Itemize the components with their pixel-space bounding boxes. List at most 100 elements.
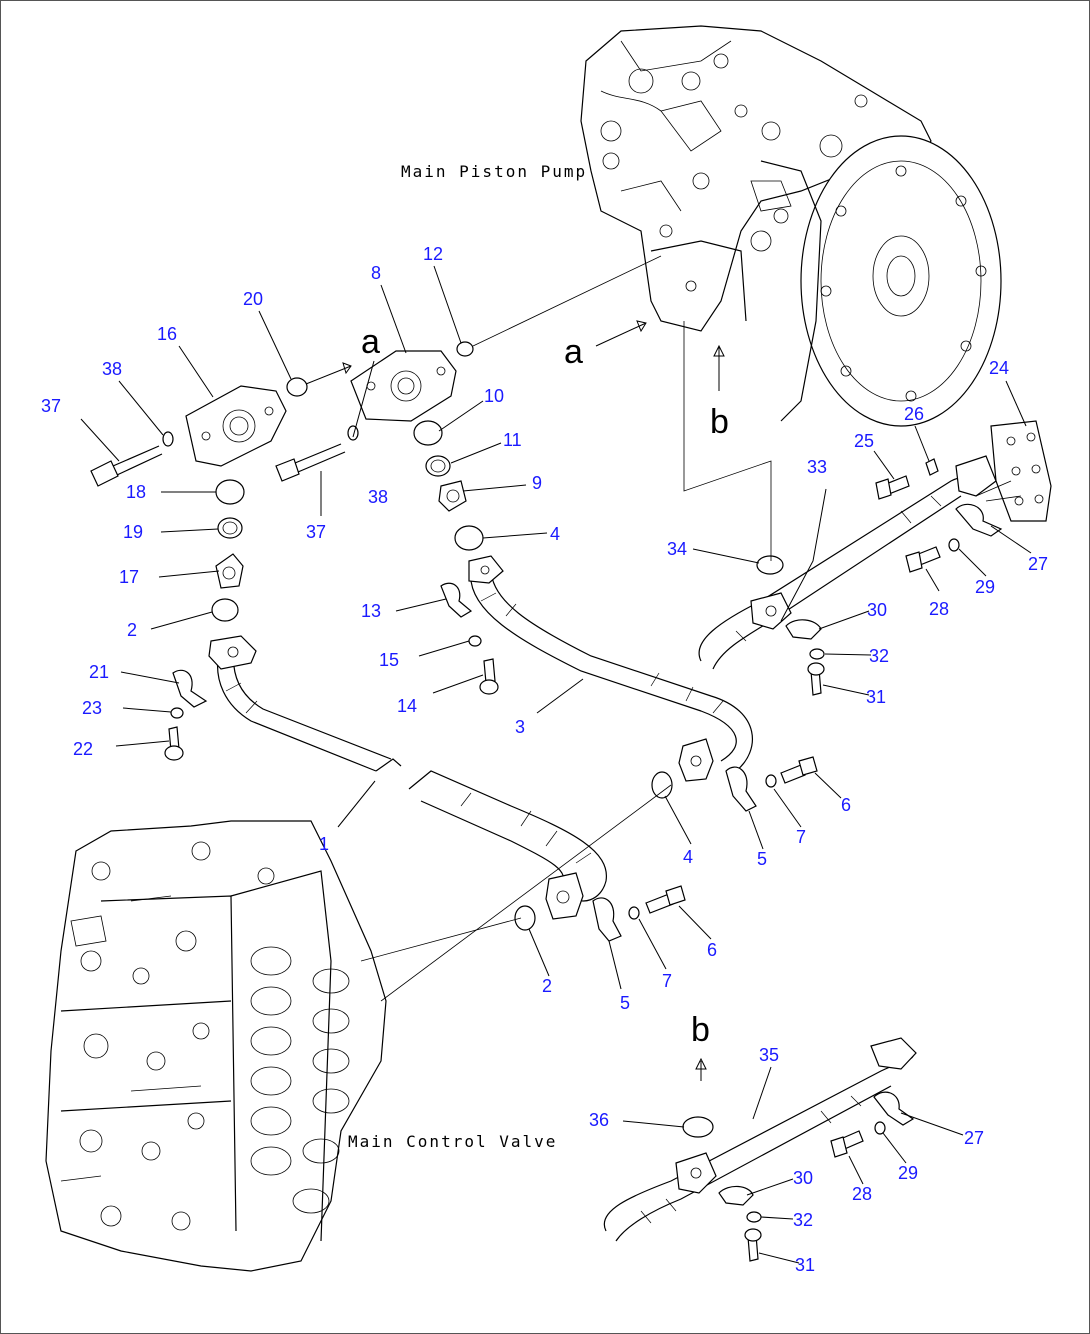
clamp-5-lower <box>592 897 622 942</box>
o-ring-36 <box>682 1116 714 1138</box>
callout-11: 11 <box>503 430 522 450</box>
callout-4-upper: 4 <box>550 524 560 544</box>
callout-23: 23 <box>82 698 102 718</box>
callout-28-lower: 28 <box>852 1184 872 1204</box>
callout-20: 20 <box>243 289 263 309</box>
label-main-piston-pump: Main Piston Pump <box>401 162 587 181</box>
washer-7-lower <box>628 906 640 920</box>
label-main-control-valve: Main Control Valve <box>348 1132 557 1151</box>
washer-38-left <box>162 431 174 447</box>
o-ring-20 <box>286 377 308 397</box>
pipe-33-assembly <box>698 420 1052 696</box>
main-control-valve <box>45 820 387 1272</box>
o-ring-34 <box>756 555 784 575</box>
callout-30-upper: 30 <box>867 600 887 620</box>
pipe-3 <box>468 555 754 782</box>
washer-15 <box>468 635 482 647</box>
callout-13: 13 <box>361 601 381 621</box>
callout-25: 25 <box>854 431 874 451</box>
bolt-37-mid <box>275 443 346 482</box>
callout-15: 15 <box>379 650 399 670</box>
callout-32-lower: 32 <box>793 1210 813 1230</box>
callout-34: 34 <box>667 539 687 559</box>
callout-1: 1 <box>319 834 329 854</box>
clamp-21 <box>172 669 208 708</box>
pipe-35-assembly <box>603 1037 917 1262</box>
callout-14: 14 <box>397 696 417 716</box>
callout-30-lower: 30 <box>793 1168 813 1188</box>
plate-24 <box>990 420 1052 522</box>
washer-29-lower <box>874 1121 886 1135</box>
callout-2-upper: 2 <box>127 620 137 640</box>
callout-32-upper: 32 <box>869 646 889 666</box>
callout-29-lower: 29 <box>898 1163 918 1183</box>
o-ring-2-top <box>211 598 239 622</box>
callout-19: 19 <box>123 522 143 542</box>
callout-29-upper: 29 <box>975 577 995 597</box>
callout-24: 24 <box>989 358 1009 378</box>
o-ring-18 <box>215 479 245 505</box>
callout-16: 16 <box>157 324 177 344</box>
callout-37-mid: 37 <box>306 522 326 542</box>
ring-19 <box>217 517 243 539</box>
callout-6-lower: 6 <box>707 940 717 960</box>
callout-17: 17 <box>119 567 139 587</box>
callout-35: 35 <box>759 1045 779 1065</box>
view-letter-a-2: a <box>564 333 583 371</box>
clamp-27-upper <box>955 503 1003 537</box>
o-ring-2-low <box>514 905 536 931</box>
callout-37-left: 37 <box>41 396 61 416</box>
callouts: 1 2 2 3 4 4 5 5 6 6 7 7 8 9 10 11 12 13 … <box>41 244 1048 1275</box>
callout-27-upper: 27 <box>1028 554 1048 574</box>
callout-5-lower: 5 <box>620 993 630 1013</box>
callout-9: 9 <box>532 473 542 493</box>
clamp-27-lower <box>873 1091 915 1126</box>
callout-4-lower: 4 <box>683 847 693 867</box>
clamp-30-upper <box>785 619 822 640</box>
callout-10: 10 <box>484 386 504 406</box>
callout-33: 33 <box>807 457 827 477</box>
main-piston-pump <box>580 25 1002 427</box>
o-ring-4-top <box>454 525 484 551</box>
callout-36: 36 <box>589 1110 609 1130</box>
washer-38-mid <box>347 425 359 441</box>
adapter-9 <box>438 480 467 512</box>
washer-32-upper <box>809 648 825 660</box>
view-arrows <box>305 255 1022 1081</box>
ring-11 <box>425 455 451 477</box>
callout-2-lower: 2 <box>542 976 552 996</box>
o-ring-10 <box>413 420 443 446</box>
callout-38-mid: 38 <box>368 487 388 507</box>
callout-31-upper: 31 <box>866 687 886 707</box>
flange-8 <box>350 350 457 422</box>
view-letter-b-1: b <box>710 403 729 441</box>
o-ring-4-mid <box>651 771 673 799</box>
callout-5-upper: 5 <box>757 849 767 869</box>
clamp-5-upper <box>725 766 757 812</box>
bolt-14 <box>483 658 496 684</box>
callout-18: 18 <box>126 482 146 502</box>
washer-32-lower <box>746 1211 762 1223</box>
nut-26 <box>925 458 939 476</box>
washer-23 <box>170 707 184 719</box>
callout-7-lower: 7 <box>662 971 672 991</box>
callout-38-left: 38 <box>102 359 122 379</box>
callout-31-lower: 31 <box>795 1255 815 1275</box>
bolt-37-left <box>90 445 163 487</box>
o-ring-12 <box>456 341 474 357</box>
pipe-1 <box>208 635 607 920</box>
callout-22: 22 <box>73 739 93 759</box>
flange-16 <box>185 385 287 467</box>
washer-29-upper <box>948 538 960 552</box>
callout-26: 26 <box>904 404 924 424</box>
view-letter-b-2: b <box>691 1011 710 1049</box>
view-letter-a-1: a <box>361 323 380 361</box>
callout-6-upper: 6 <box>841 795 851 815</box>
callout-3: 3 <box>515 717 525 737</box>
clamp-13 <box>440 582 473 618</box>
clamp-30-lower <box>718 1185 754 1206</box>
callout-21: 21 <box>89 662 109 682</box>
leader-lines <box>80 265 1032 1264</box>
